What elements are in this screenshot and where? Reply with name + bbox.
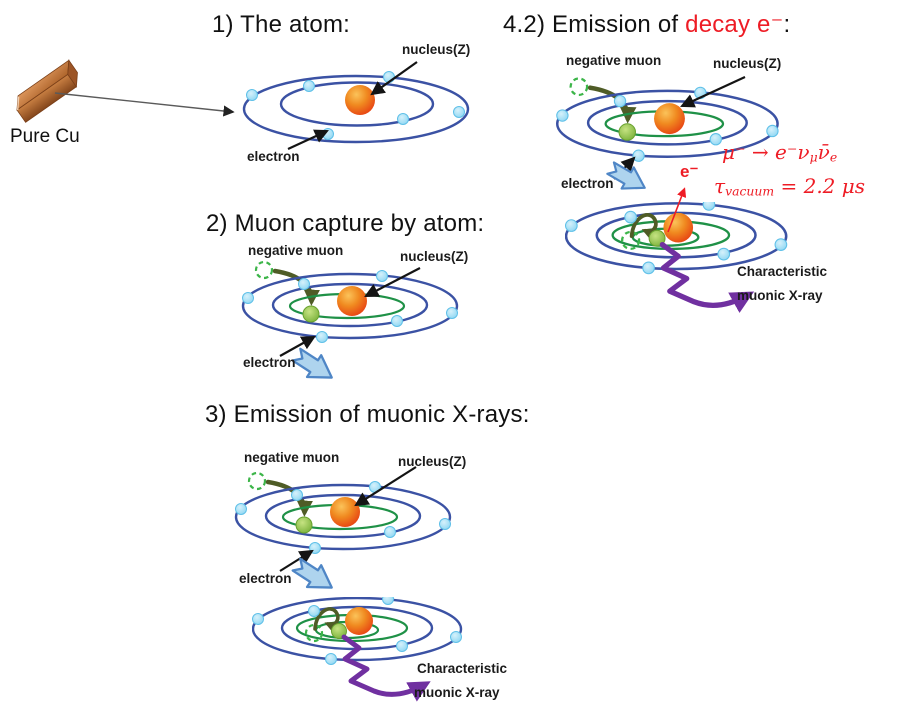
electron-pointer-arrow (279, 335, 316, 357)
atom-diagram-capture (243, 262, 458, 343)
section-4-2-title-suffix: : (783, 11, 791, 38)
lifetime-formula-tau: τ (714, 174, 726, 198)
negative-muon-label: negative muon (248, 243, 344, 258)
muon-lifetime-formula: τvacuum = 2.2 μs (714, 174, 865, 199)
section-4-2-title: 4.2) Emission of decay e⁻: (503, 10, 790, 39)
electron-label: electron (247, 149, 300, 164)
section-3-title: 3) Emission of muonic X-rays: (205, 401, 530, 428)
nucleus-pointer-arrow (370, 61, 418, 96)
muon-decay-formula: μ⁻ → e⁻νμν̄e (722, 140, 837, 165)
nucleus-pointer-arrow (364, 267, 421, 297)
nucleus-pointer-arrow (680, 76, 746, 108)
decay-electron-arrow (667, 187, 687, 233)
nucleus-label: nucleus(Z) (402, 42, 471, 57)
decay-formula-nubar: ν̄ (817, 140, 830, 164)
decay-formula-nu: ν (797, 140, 810, 164)
decay-formula-nu-sub: μ (809, 149, 818, 165)
decay-formula-nubar-sub: e (829, 149, 838, 165)
decay-formula-lhs: μ⁻ → e⁻ (722, 140, 798, 164)
xray-label-line1: Characteristic (417, 661, 508, 676)
process-step-block-arrow (288, 342, 340, 390)
negative-muon-label: negative muon (244, 450, 340, 465)
lifetime-formula-value: = 2.2 μs (774, 174, 866, 198)
xray-label-line2: muonic X-ray (737, 288, 823, 303)
copper-sample-label: Pure Cu (10, 126, 80, 147)
section-1-title: 1) The atom: (212, 11, 351, 38)
section-4-2-title-highlight: decay e⁻ (685, 11, 784, 38)
decay-electron-label: e⁻ (680, 162, 699, 181)
muon-beam-arrow (54, 92, 235, 117)
atom-diagram-capture (236, 473, 451, 554)
lifetime-formula-tau-sub: vacuum (725, 183, 775, 199)
electron-label: electron (243, 355, 296, 370)
nucleus-pointer-arrow (354, 466, 417, 507)
electron-pointer-arrow (287, 129, 329, 150)
electron-label: electron (239, 571, 292, 586)
section-2-title: 2) Muon capture by atom: (206, 210, 485, 237)
atom-diagram-xray-emission (253, 594, 462, 695)
copper-ingot (16, 59, 78, 123)
electron-pointer-arrow (279, 549, 314, 572)
nucleus-label: nucleus(Z) (398, 454, 467, 469)
atom-diagram-initial (242, 70, 470, 144)
negative-muon-label: negative muon (566, 53, 662, 68)
xray-label-line2: muonic X-ray (414, 685, 500, 700)
nucleus-label: nucleus(Z) (400, 249, 469, 264)
electron-label: electron (561, 176, 614, 191)
nucleus-label: nucleus(Z) (713, 56, 782, 71)
section-4-2-title-prefix: 4.2) Emission of (503, 11, 686, 38)
xray-label-line1: Characteristic (737, 264, 828, 279)
